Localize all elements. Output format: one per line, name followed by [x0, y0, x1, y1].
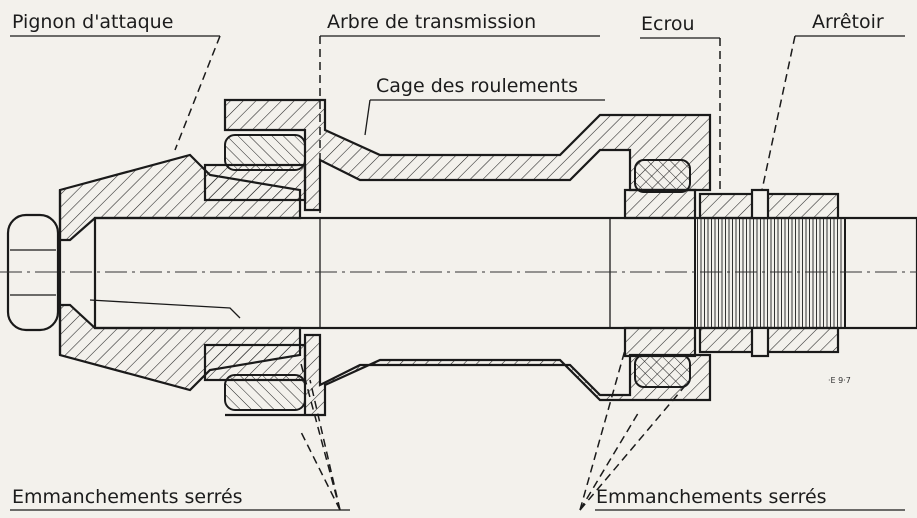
label-emmanchements-right: Emmanchements serrés — [596, 486, 827, 508]
nut-and-lock — [698, 188, 840, 358]
label-pignon: Pignon d'attaque — [12, 11, 173, 33]
threaded-section — [694, 217, 846, 329]
end-nut — [6, 213, 60, 332]
label-arbre: Arbre de transmission — [327, 11, 536, 33]
label-ecrou: Ecrou — [641, 13, 695, 35]
label-cage: Cage des roulements — [376, 75, 578, 97]
bearing-cage — [223, 98, 712, 417]
label-emmanchements-left: Emmanchements serrés — [12, 486, 243, 508]
label-ref: ·E 9·7 — [828, 376, 851, 385]
label-arretoir: Arrêtoir — [812, 11, 884, 33]
leader-lines — [10, 35, 905, 511]
left-bearing-top — [203, 134, 307, 202]
pinion-gear — [58, 153, 302, 392]
right-bearing-top — [623, 159, 697, 220]
right-bearing-bottom — [623, 326, 697, 388]
left-bearing-bottom — [203, 343, 307, 411]
